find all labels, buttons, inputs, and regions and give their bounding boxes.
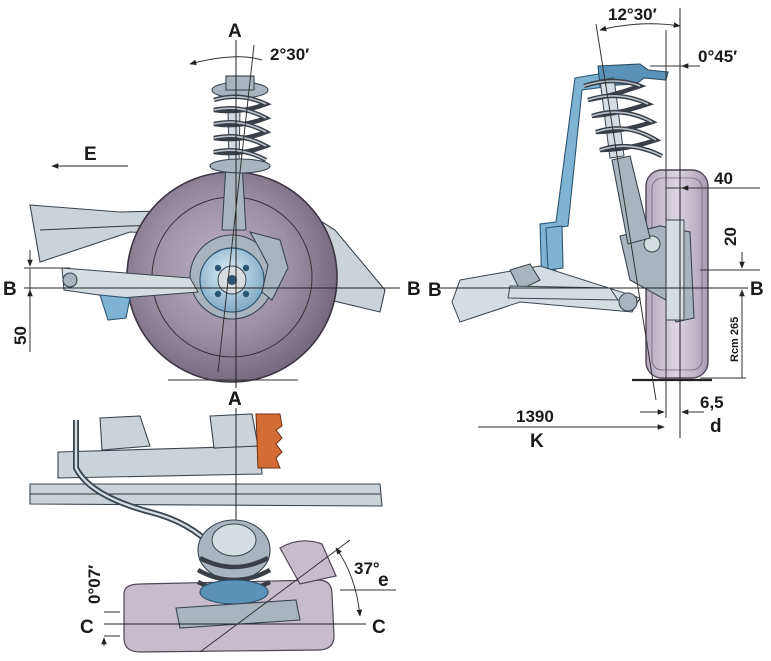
side-view: 12°30′ 0°45′ 40 20 B B Rcm 265 6,5 d 139… xyxy=(428,5,764,452)
side-dim-rcm: Rcm 265 xyxy=(729,317,741,362)
front-lower-arm xyxy=(61,267,199,299)
side-secondary-angle: 0°45′ xyxy=(698,47,737,66)
side-strut-tube xyxy=(611,155,651,245)
side-dim-65: 6,5 xyxy=(700,393,724,412)
top-label-e: e xyxy=(378,570,389,591)
top-section-c-left: C xyxy=(80,617,94,638)
side-section-b-right: B xyxy=(750,279,764,300)
front-height-dim: 50 xyxy=(11,326,30,345)
front-section-b-left: B xyxy=(3,279,17,300)
front-view: A A 2°30′ E B B 50 xyxy=(3,21,421,410)
front-section-a-top: A xyxy=(228,21,242,42)
top-view: A C C 0°07′ 37° e xyxy=(29,389,396,653)
side-label-d: d xyxy=(710,416,722,437)
front-direction-label: E xyxy=(84,144,97,165)
side-section-b-left: B xyxy=(428,280,442,301)
front-caliper xyxy=(248,231,289,301)
side-dim-20: 20 xyxy=(721,227,740,246)
top-subframe-rail xyxy=(29,483,383,507)
top-toe-angle: 0°07′ xyxy=(85,565,104,604)
side-label-k: K xyxy=(530,431,544,452)
top-steering-boot xyxy=(255,413,283,469)
top-section-c-right: C xyxy=(372,617,386,638)
side-dim-1390: 1390 xyxy=(516,407,554,426)
side-caster-angle: 12°30′ xyxy=(608,5,657,24)
front-section-b-right: B xyxy=(407,279,421,300)
front-camber-angle: 2°30′ xyxy=(270,45,309,64)
front-strut-tube xyxy=(221,164,247,231)
side-coil-spring xyxy=(583,78,664,159)
front-coil-spring xyxy=(209,75,272,174)
top-coil-spring xyxy=(196,519,272,605)
top-steer-angle: 37° xyxy=(354,559,380,578)
side-dim-40: 40 xyxy=(714,169,733,188)
top-section-a: A xyxy=(228,389,242,410)
front-section-a-bottom: A xyxy=(228,389,242,410)
